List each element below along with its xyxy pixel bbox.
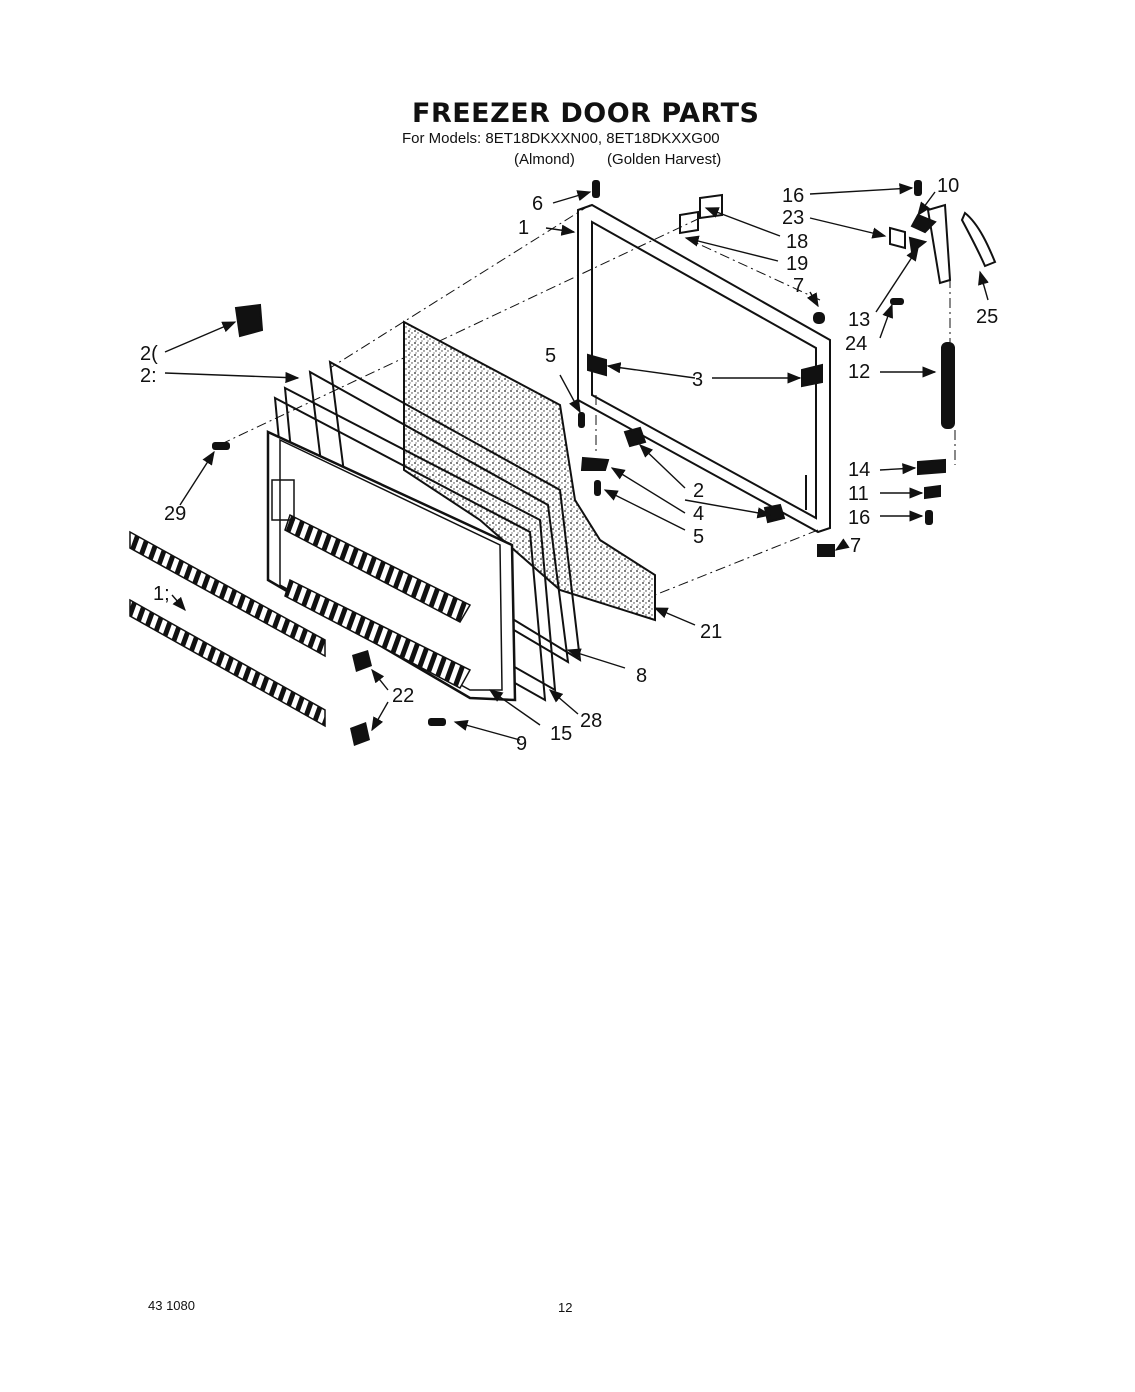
trim-end-caps	[350, 650, 372, 746]
leader-lines	[164, 183, 989, 741]
callout-21: 21	[700, 621, 722, 643]
variant-golden-harvest: (Golden Harvest)	[607, 151, 722, 168]
callout-11: 11	[848, 483, 869, 505]
screws	[212, 180, 933, 726]
page-number: 12	[558, 1300, 573, 1315]
models-line: For Models: 8ET18DKXXN00, 8ET18DKXXG00	[402, 130, 720, 147]
callout-19: 19	[786, 253, 808, 275]
callout-23: 23	[782, 207, 804, 229]
page-title: FREEZER DOOR PARTS	[412, 98, 760, 129]
brackets-and-bushings	[234, 193, 823, 524]
callout-10: 10	[937, 175, 959, 197]
callout-15: 15	[550, 723, 572, 745]
callout-24: 24	[845, 333, 867, 355]
callout-12: 12	[848, 361, 870, 383]
hinge-hardware	[817, 203, 997, 557]
callout-16-top: 16	[782, 185, 804, 207]
insulation-panel	[403, 320, 656, 622]
callout-25: 25	[976, 306, 998, 328]
callout-27: 2:	[140, 365, 157, 387]
callout-14: 14	[848, 459, 870, 481]
callout-7-bottom: 7	[850, 535, 861, 557]
callout-22: 22	[392, 685, 414, 707]
callout-9: 9	[516, 733, 527, 755]
trim-strips	[129, 530, 326, 728]
callout-3: 3	[692, 369, 703, 391]
callout-6: 6	[532, 193, 543, 215]
callout-16-bottom: 16	[848, 507, 870, 529]
callout-8: 8	[636, 665, 647, 687]
callout-20: 2(	[140, 343, 158, 365]
callout-5-bottom: 5	[693, 526, 704, 548]
callout-5-top: 5	[545, 345, 556, 367]
footer-code: 43 1080	[148, 1298, 195, 1313]
callout-17: 1;	[153, 583, 170, 605]
callout-2: 2	[693, 480, 704, 502]
model-variants: (Almond) (Golden Harvest)	[514, 151, 749, 168]
callout-18: 18	[786, 231, 808, 253]
callout-13: 13	[848, 309, 870, 331]
callout-1: 1	[518, 217, 529, 239]
callout-29: 29	[164, 503, 186, 525]
callout-labels: 1 6 16 10 23 18 19 7 13 24 25 12 14 11 1…	[140, 175, 998, 755]
door-inner-liner	[266, 430, 517, 702]
variant-almond: (Almond)	[514, 151, 575, 168]
callout-7-top: 7	[793, 275, 804, 297]
callout-4: 4	[693, 503, 704, 525]
callout-28: 28	[580, 710, 602, 732]
